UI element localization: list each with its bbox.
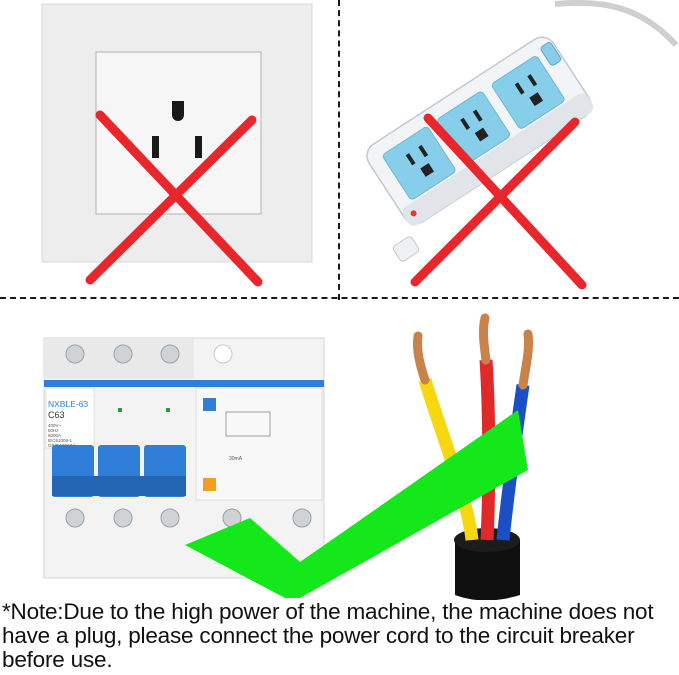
power-switch-icon: [540, 42, 562, 66]
check-icon: [185, 410, 528, 598]
breaker-spec-line: 400V~: [48, 423, 62, 428]
power-strip: [366, 0, 679, 262]
ground-slot-icon: [172, 101, 184, 121]
divider-horizontal: [0, 297, 679, 299]
breaker-spec-line: IEC61009-1: [48, 438, 73, 443]
circuit-breaker: NXBLE-63 C63 400V~ 50Hz 6000A IEC61009-1…: [43, 337, 325, 579]
illustration: NXBLE-63 C63 400V~ 50Hz 6000A IEC61009-1…: [41, 0, 679, 600]
rcd-rating-label: 30mA: [229, 456, 243, 462]
cross-icon: [85, 110, 263, 287]
cross-icon: [410, 113, 587, 290]
breaker-rating-label: C63: [48, 410, 65, 420]
prong-slot-icon: [195, 136, 202, 158]
divider-vertical: [338, 0, 340, 300]
breaker-spec-line: 50Hz: [48, 428, 59, 433]
breaker-spec-line: 6000A: [48, 433, 61, 438]
prong-slot-icon: [152, 136, 159, 158]
note-text: *Note:Due to the high power of the machi…: [2, 599, 654, 672]
wall-outlet: [41, 3, 313, 263]
breaker-model-label: NXBLE-63: [48, 399, 88, 409]
